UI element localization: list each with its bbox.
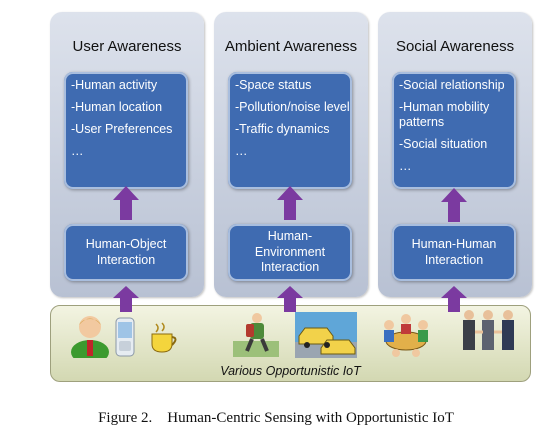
person-icon <box>71 316 109 358</box>
list-item: -Social situation <box>399 137 488 151</box>
list-item: -Human mobility patterns <box>399 100 490 129</box>
awareness-box: -Human activity -Human location -User Pr… <box>64 72 188 189</box>
awareness-box: -Social relationship -Human mobility pat… <box>392 72 516 189</box>
list-item: -Human location <box>71 100 163 114</box>
up-arrow-icon <box>277 286 303 312</box>
interaction-box: Human-Object Interaction <box>64 224 188 281</box>
up-arrow-icon <box>113 186 139 220</box>
list-item: -Traffic dynamics <box>235 122 330 136</box>
list-item: -Human activity <box>71 78 158 92</box>
list-item: -User Preferences <box>71 122 173 136</box>
social-awareness-column: Social Awareness -Social relationship -H… <box>378 12 532 297</box>
list-item: … <box>399 159 412 173</box>
up-arrow-icon <box>441 188 467 222</box>
traffic-taxi-icon <box>295 312 357 358</box>
list-item: … <box>71 144 84 158</box>
awareness-box: -Space status -Pollution/noise level -Tr… <box>228 72 352 189</box>
list-item: … <box>235 144 248 158</box>
coffee-cup-icon <box>151 322 177 353</box>
list-item: -Pollution/noise level <box>235 100 350 114</box>
column-title: Ambient Awareness <box>224 38 358 55</box>
bottom-label: Various Opportunistic IoT <box>220 364 361 378</box>
ambient-awareness-column: Ambient Awareness -Space status -Polluti… <box>214 12 368 297</box>
list-item: -Space status <box>235 78 312 92</box>
meeting-table-icon <box>384 314 428 357</box>
handshake-people-icon <box>463 310 514 350</box>
user-awareness-column: User Awareness -Human activity -Human lo… <box>50 12 204 297</box>
up-arrow-icon <box>277 186 303 220</box>
interaction-box: Human-Human Interaction <box>392 224 516 281</box>
mobile-phone-icon <box>115 317 135 357</box>
up-arrow-icon <box>113 286 139 312</box>
column-title: Social Awareness <box>395 38 515 55</box>
column-title: User Awareness <box>72 38 182 55</box>
up-arrow-icon <box>441 286 467 312</box>
figure-caption: Figure 2. Human-Centric Sensing with Opp… <box>98 410 454 426</box>
interaction-box: Human-Environment Interaction <box>228 224 352 281</box>
hiker-icon <box>233 313 279 357</box>
list-item: -Social relationship <box>399 78 505 92</box>
